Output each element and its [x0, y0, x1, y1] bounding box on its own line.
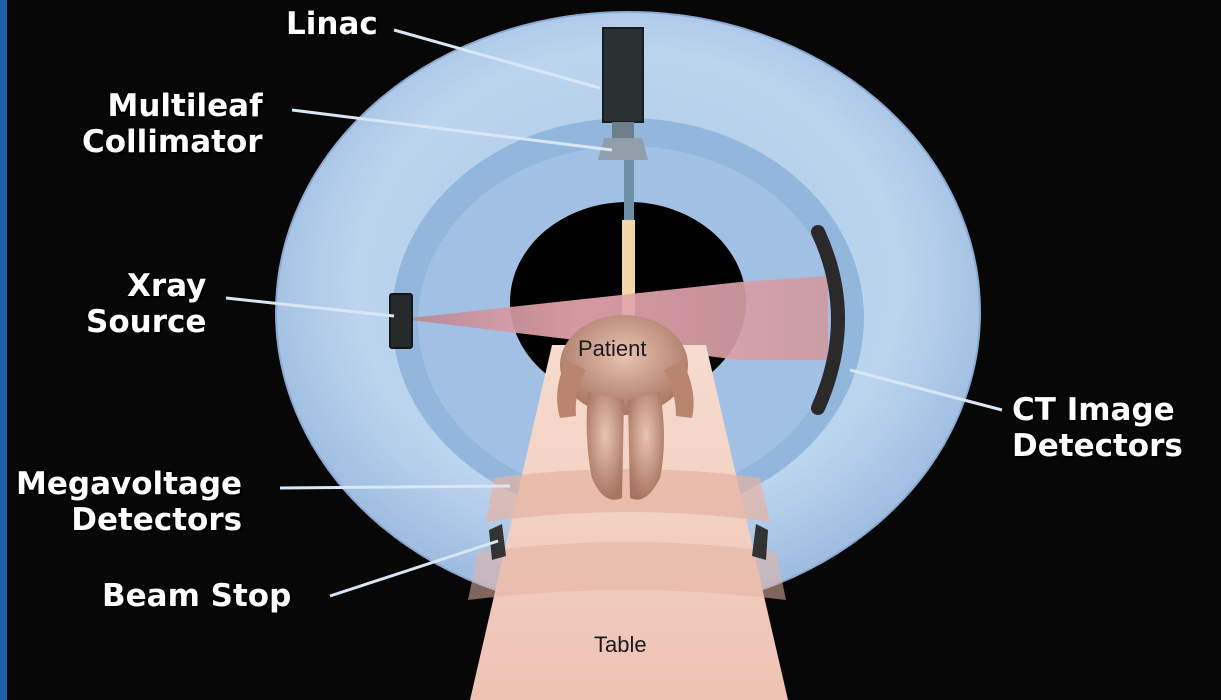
linac-head	[603, 28, 643, 122]
label-patient: Patient	[578, 336, 647, 362]
label-xray-source: Xray Source	[86, 268, 206, 340]
beam-upper-segment	[624, 160, 634, 220]
label-source-line2: Source	[86, 304, 206, 340]
linac-assembly	[598, 28, 648, 160]
label-multileaf-line1: Multileaf	[82, 88, 263, 124]
label-beam-stop: Beam Stop	[102, 578, 291, 614]
megavoltage-leader	[280, 486, 510, 488]
label-ct-image-detectors: CT Image Detectors	[1012, 392, 1183, 464]
linac-neck	[612, 122, 634, 138]
xray-source	[390, 294, 412, 348]
label-megavoltage-detectors: Megavoltage Detectors	[16, 466, 242, 538]
label-linac: Linac	[286, 6, 378, 42]
label-table: Table	[594, 632, 647, 658]
label-megavoltage-line1: Megavoltage	[16, 466, 242, 502]
label-ct-image-line1: CT Image	[1012, 392, 1183, 428]
label-collimator-line2: Collimator	[82, 124, 263, 160]
label-xray-line1: Xray	[86, 268, 206, 304]
label-detectors-line2: Detectors	[1012, 428, 1183, 464]
label-linac-text: Linac	[286, 6, 378, 42]
label-megavoltage-line2: Detectors	[16, 502, 242, 538]
label-beam-stop-text: Beam Stop	[102, 578, 291, 614]
label-multileaf-collimator: Multileaf Collimator	[82, 88, 263, 160]
